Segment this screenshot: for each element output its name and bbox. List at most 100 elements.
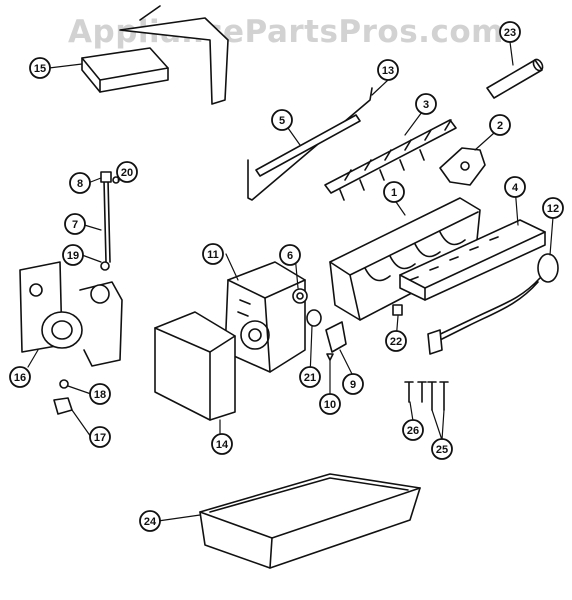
callout-19-label: 19 xyxy=(67,250,79,262)
callout-12: 12 xyxy=(542,197,564,219)
part-21-bushing xyxy=(306,309,322,327)
part-15-bracket xyxy=(81,5,229,105)
callout-7-circle xyxy=(64,213,86,235)
callout-6: 6 xyxy=(279,244,301,266)
callout-14-label: 14 xyxy=(216,439,229,451)
callout-13-circle xyxy=(377,59,399,81)
callout-10: 10 xyxy=(319,393,341,415)
callout-17-label: 17 xyxy=(94,432,106,444)
callout-25-label: 25 xyxy=(436,444,448,456)
callout-8: 8 xyxy=(69,172,91,194)
callout-5: 5 xyxy=(271,109,293,131)
callout-25-circle xyxy=(431,438,453,460)
part-22-clip xyxy=(392,304,403,316)
callout-12-label: 12 xyxy=(547,203,559,215)
callout-1-label: 1 xyxy=(391,187,397,199)
callout-9-circle xyxy=(342,373,364,395)
part-14-cover xyxy=(154,311,236,421)
callout-26: 26 xyxy=(402,419,424,441)
part-26-screws xyxy=(404,381,427,403)
callout-26-label: 26 xyxy=(407,425,419,437)
callout-2-circle xyxy=(489,114,511,136)
part-10-screw xyxy=(326,353,334,361)
part-7-fill-tube xyxy=(100,171,120,271)
callout-1: 1 xyxy=(383,181,405,203)
part-13-wire xyxy=(247,87,373,201)
callout-6-label: 6 xyxy=(287,250,293,262)
callout-16: 16 xyxy=(9,366,31,388)
callout-15-circle xyxy=(29,57,51,79)
callout-2-label: 2 xyxy=(497,120,503,132)
callout-25: 25 xyxy=(431,438,453,460)
callout-14: 14 xyxy=(211,433,233,455)
callout-18: 18 xyxy=(89,383,111,405)
callout-11-label: 11 xyxy=(207,249,219,261)
callout-12-circle xyxy=(542,197,564,219)
part-16-water-valve xyxy=(19,261,123,367)
callout-11: 11 xyxy=(202,243,224,265)
callout-18-circle xyxy=(89,383,111,405)
part-23-rod xyxy=(486,58,544,99)
callout-10-circle xyxy=(319,393,341,415)
callout-15: 15 xyxy=(29,57,51,79)
callout-5-circle xyxy=(271,109,293,131)
leader-lines xyxy=(27,41,554,522)
callout-16-label: 16 xyxy=(14,372,26,384)
part-9-arm xyxy=(325,321,347,353)
callout-10-label: 10 xyxy=(324,399,336,411)
callout-22-label: 22 xyxy=(390,336,402,348)
callout-24-label: 24 xyxy=(144,516,157,528)
part-25-screws xyxy=(427,381,449,411)
part-6-gear xyxy=(292,288,308,304)
callout-24: 24 xyxy=(139,510,161,532)
callout-13-label: 13 xyxy=(382,65,394,77)
callout-22: 22 xyxy=(385,330,407,352)
callout-22-circle xyxy=(385,330,407,352)
part-5-strip xyxy=(255,114,361,177)
callout-4-label: 4 xyxy=(512,182,519,194)
callout-13: 13 xyxy=(377,59,399,81)
callout-16-circle xyxy=(9,366,31,388)
callout-5-label: 5 xyxy=(279,115,285,127)
callout-2: 2 xyxy=(489,114,511,136)
callout-19-circle xyxy=(62,244,84,266)
callout-4: 4 xyxy=(504,176,526,198)
part-4-box xyxy=(399,219,546,301)
callout-9: 9 xyxy=(342,373,364,395)
callout-26-circle xyxy=(402,419,424,441)
callout-8-circle xyxy=(69,172,91,194)
callout-21-circle xyxy=(299,366,321,388)
callout-24-circle xyxy=(139,510,161,532)
callout-7-label: 7 xyxy=(72,219,78,231)
callout-14-circle xyxy=(211,433,233,455)
callout-7: 7 xyxy=(64,213,86,235)
callout-8-label: 8 xyxy=(77,178,83,190)
part-12-harness xyxy=(427,253,559,355)
callout-23: 23 xyxy=(499,21,521,43)
callout-19: 19 xyxy=(62,244,84,266)
callout-20-circle xyxy=(116,161,138,183)
part-18-ring xyxy=(59,379,69,389)
callout-17: 17 xyxy=(89,426,111,448)
callout-21: 21 xyxy=(299,366,321,388)
callout-3: 3 xyxy=(415,93,437,115)
part-2-cam xyxy=(439,147,486,186)
callout-1-circle xyxy=(383,181,405,203)
callout-17-circle xyxy=(89,426,111,448)
callout-20: 20 xyxy=(116,161,138,183)
callout-23-circle xyxy=(499,21,521,43)
callout-9-label: 9 xyxy=(350,379,356,391)
callout-11-circle xyxy=(202,243,224,265)
part-17-nut xyxy=(53,397,73,415)
callout-15-label: 15 xyxy=(34,63,46,75)
callout-20-label: 20 xyxy=(121,167,133,179)
callout-18-label: 18 xyxy=(94,389,106,401)
part-24-ice-bin xyxy=(199,473,421,569)
callout-23-label: 23 xyxy=(504,27,516,39)
callout-21-label: 21 xyxy=(304,372,316,384)
callout-3-label: 3 xyxy=(423,99,429,111)
callout-6-circle xyxy=(279,244,301,266)
callout-4-circle xyxy=(504,176,526,198)
